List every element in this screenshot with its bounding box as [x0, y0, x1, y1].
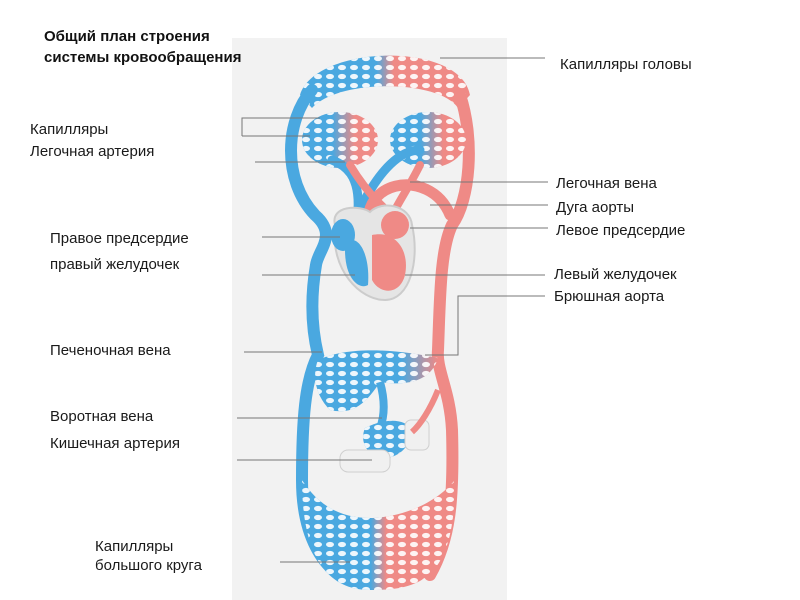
leader-lines: [237, 57, 548, 563]
left-ventricle-shape: [372, 234, 406, 291]
label-intestinal-artery: Кишечная артерия: [50, 435, 180, 452]
label-capillaries: Капилляры: [30, 121, 109, 138]
intestine-segment: [339, 449, 391, 473]
diagram-title: Общий план строения системы кровообращен…: [44, 28, 242, 66]
right-atrium-shape: [331, 219, 355, 251]
label-left-atrium: Левое предсердие: [556, 222, 686, 239]
portal-vein: [376, 380, 388, 430]
label-systemic-capillaries-2: большого круга: [95, 557, 202, 574]
label-hepatic-vein: Печеночная вена: [50, 342, 171, 359]
label-systemic-capillaries-1: Капилляры: [95, 538, 174, 555]
label-pulmonary-vein: Легочная вена: [556, 175, 657, 192]
intestinal-artery: [409, 388, 441, 435]
label-aortic-arch: Дуга аорты: [556, 199, 634, 216]
label-portal-vein: Воротная вена: [50, 408, 154, 425]
label-abdominal-aorta: Брюшная аорта: [554, 288, 665, 305]
left-atrium-shape: [381, 211, 409, 239]
label-left-ventricle: Левый желудочек: [554, 266, 677, 283]
label-right-ventricle: правый желудочек: [50, 256, 180, 273]
label-head-capillaries: Капилляры головы: [560, 56, 692, 73]
label-pulmonary-artery: Легочная артерия: [30, 143, 155, 160]
label-right-atrium: Правое предсердие: [50, 230, 189, 247]
